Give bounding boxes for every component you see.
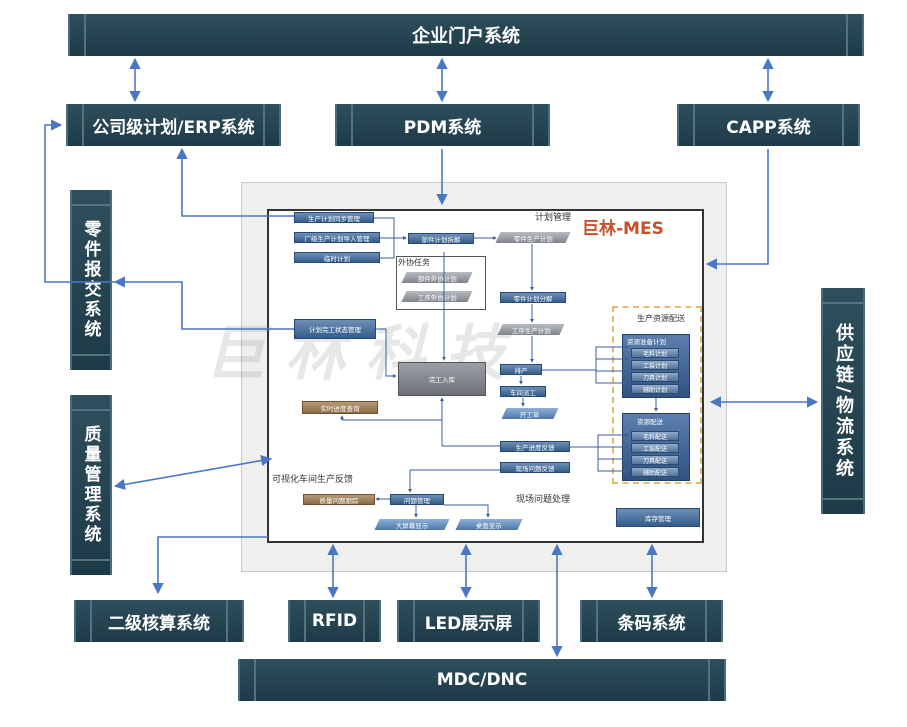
arrow-mes-erp bbox=[176, 147, 294, 217]
barcode-system-box: 条码系统 bbox=[580, 600, 723, 642]
resource-dist-item: 工装配送 bbox=[631, 443, 679, 453]
barcode-system-label: 条码系统 bbox=[617, 613, 686, 634]
progress-feedback-box: 生产进度反馈 bbox=[500, 441, 570, 452]
pdm-system-box: PDM系统 bbox=[335, 104, 550, 146]
resource-dist-panel: 资源配送 毛料配送 工装配送 刀具配送 辅助配送 bbox=[622, 413, 690, 481]
capp-system-label: CAPP系统 bbox=[726, 117, 811, 138]
quality-issue-box: 质量问题跟踪 bbox=[303, 494, 375, 505]
task-split-box: 部件计划拆解 bbox=[408, 233, 474, 244]
plan-import-box: 厂级生产计划导入管理 bbox=[294, 232, 380, 243]
resource-dist-item: 辅助配送 bbox=[631, 467, 679, 477]
resource-prep-item: 辅助计划 bbox=[631, 384, 679, 394]
plan-mgmt-label: 计划管理 bbox=[535, 213, 572, 223]
arrow-capp-mes bbox=[705, 149, 769, 270]
parts-report-system-label: 零件报交系统 bbox=[80, 220, 101, 340]
plan-sync-box: 生产计划同步管理 bbox=[294, 212, 374, 223]
onsite-issue-label: 现场问题处理 bbox=[516, 495, 571, 505]
resource-prep-item: 毛料计划 bbox=[631, 348, 679, 358]
storage-box: 完工入库 bbox=[398, 362, 486, 396]
part-split-box: 零件计划分解 bbox=[500, 292, 566, 303]
inner-arrow bbox=[380, 238, 395, 259]
supply-chain-system-box: 供应链/物流系统 bbox=[821, 288, 865, 514]
resource-prep-panel: 资源准备计划 毛料计划 工装计划 刀具计划 辅助计划 bbox=[622, 334, 690, 398]
outsource-label: 外协任务 bbox=[398, 258, 430, 267]
schedule-box: 排产 bbox=[500, 364, 542, 375]
inner-arrow bbox=[570, 433, 629, 448]
inner-arrow bbox=[597, 447, 629, 461]
inner-arrow bbox=[340, 415, 442, 421]
erp-system-label: 公司级计划/ERP系统 bbox=[92, 117, 255, 138]
resource-dashed-frame bbox=[612, 306, 702, 484]
rfid-system-box: RFID bbox=[288, 600, 381, 642]
finish-status-box: 计划完工状态管理 bbox=[294, 319, 376, 339]
quality-system-box: 质量管理系统 bbox=[70, 395, 112, 575]
issue-mgmt-box: 问题管理 bbox=[390, 494, 444, 505]
quality-system-label: 质量管理系统 bbox=[80, 425, 101, 545]
temp-plan-box: 临时计划 bbox=[294, 252, 380, 263]
inner-arrow bbox=[595, 370, 629, 385]
realtime-progress-box: 实时进度查询 bbox=[302, 401, 378, 414]
resource-alloc-label: 生产资源配送 bbox=[637, 314, 685, 323]
inner-arrow bbox=[408, 469, 500, 493]
arrow-mes-quality bbox=[113, 455, 273, 490]
cost-system-box: 二级核算系统 bbox=[74, 600, 244, 642]
supply-chain-system-label: 供应链/物流系统 bbox=[833, 322, 854, 480]
dispatch-box: 车间派工 bbox=[500, 386, 546, 397]
pdm-system-label: PDM系统 bbox=[403, 117, 482, 138]
mes-title: 巨林-MES bbox=[582, 219, 664, 239]
inventory-box: 库存管理 bbox=[616, 508, 700, 527]
portal-system-box: 企业门户系统 bbox=[68, 14, 864, 56]
mdc-system-box: MDC/DNC bbox=[238, 659, 726, 701]
resource-dist-item: 毛料配送 bbox=[631, 431, 679, 441]
resource-prep-item: 工装计划 bbox=[631, 360, 679, 370]
portal-system-label: 企业门户系统 bbox=[412, 26, 520, 47]
led-system-box: LED展示屏 bbox=[397, 600, 540, 642]
inner-arrow bbox=[376, 328, 397, 378]
onsite-feedback-box: 现场问题反馈 bbox=[500, 462, 570, 473]
resource-dist-title: 资源配送 bbox=[637, 418, 663, 426]
inner-arrow bbox=[444, 504, 490, 518]
inner-arrow bbox=[374, 217, 407, 240]
visual-feedback-label: 可视化车间生产反馈 bbox=[272, 475, 354, 485]
capp-system-box: CAPP系统 bbox=[677, 104, 860, 146]
cost-system-label: 二级核算系统 bbox=[108, 613, 210, 634]
arrow-mes-cost bbox=[152, 536, 268, 595]
led-system-label: LED展示屏 bbox=[424, 613, 513, 634]
inner-arrow bbox=[597, 459, 629, 473]
resource-dist-item: 刀具配送 bbox=[631, 455, 679, 465]
resource-prep-item: 刀具计划 bbox=[631, 372, 679, 382]
mdc-system-label: MDC/DNC bbox=[436, 670, 528, 690]
rfid-system-label: RFID bbox=[311, 611, 358, 631]
parts-report-system-box: 零件报交系统 bbox=[70, 190, 112, 370]
arrow-mes-parts bbox=[113, 276, 294, 330]
erp-system-box: 公司级计划/ERP系统 bbox=[66, 104, 281, 146]
resource-prep-title: 资源准备计划 bbox=[627, 338, 666, 346]
inner-arrow bbox=[440, 397, 500, 447]
arrow-parts-erp bbox=[44, 119, 116, 283]
